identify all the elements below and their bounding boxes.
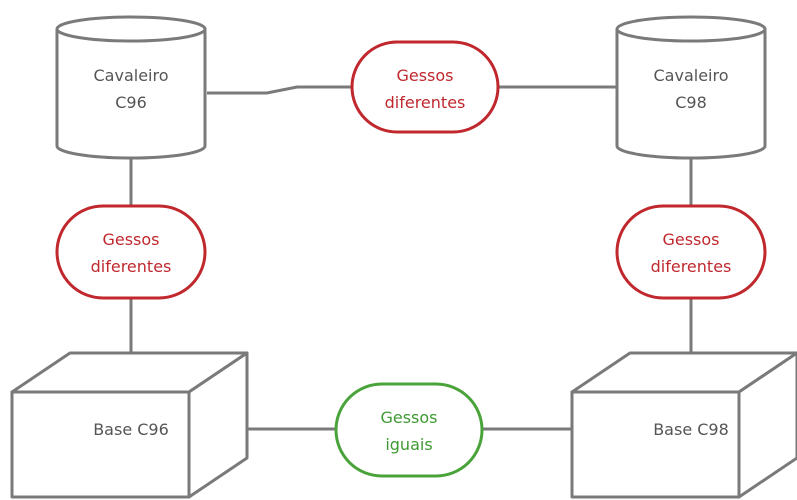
node-base-c96-label: Base C96: [93, 420, 169, 439]
connector-top-left: [207, 85, 352, 95]
relation-left[interactable]: Gessos diferentes: [55, 204, 207, 300]
database-cylinder-icon: [615, 15, 767, 160]
node-cavaleiro-c98[interactable]: Cavaleiro C98: [615, 15, 767, 160]
node-cavaleiro-c98-line2: C98: [675, 93, 707, 112]
relation-right-line2: diferentes: [651, 257, 732, 276]
relation-bottom-border: [334, 382, 484, 478]
cube-box-icon: [10, 351, 249, 499]
database-cylinder-icon: [55, 15, 207, 160]
node-cavaleiro-c98-line1: Cavaleiro: [654, 66, 729, 85]
relation-left-line2: diferentes: [91, 257, 172, 276]
node-base-c96[interactable]: Base C96: [10, 351, 249, 499]
relation-left-line1: Gessos: [102, 230, 159, 249]
relation-top-line2: diferentes: [385, 93, 466, 112]
node-cavaleiro-c96-line2: C96: [115, 93, 147, 112]
relation-top-line1: Gessos: [396, 66, 453, 85]
node-base-c98-label: Base C98: [653, 420, 729, 439]
relation-bottom[interactable]: Gessos iguais: [334, 382, 484, 478]
relation-right-border: [615, 204, 767, 300]
relation-right-line1: Gessos: [662, 230, 719, 249]
relation-left-border: [55, 204, 207, 300]
node-cavaleiro-c96[interactable]: Cavaleiro C96: [55, 15, 207, 160]
cube-box-icon: [570, 351, 797, 499]
node-cavaleiro-c96-line1: Cavaleiro: [94, 66, 169, 85]
relation-bottom-line2: iguais: [385, 435, 432, 454]
relation-top-border: [350, 40, 500, 134]
relation-bottom-line1: Gessos: [380, 408, 437, 427]
relation-top[interactable]: Gessos diferentes: [350, 40, 500, 134]
node-base-c98[interactable]: Base C98: [570, 351, 797, 499]
relation-right[interactable]: Gessos diferentes: [615, 204, 767, 300]
